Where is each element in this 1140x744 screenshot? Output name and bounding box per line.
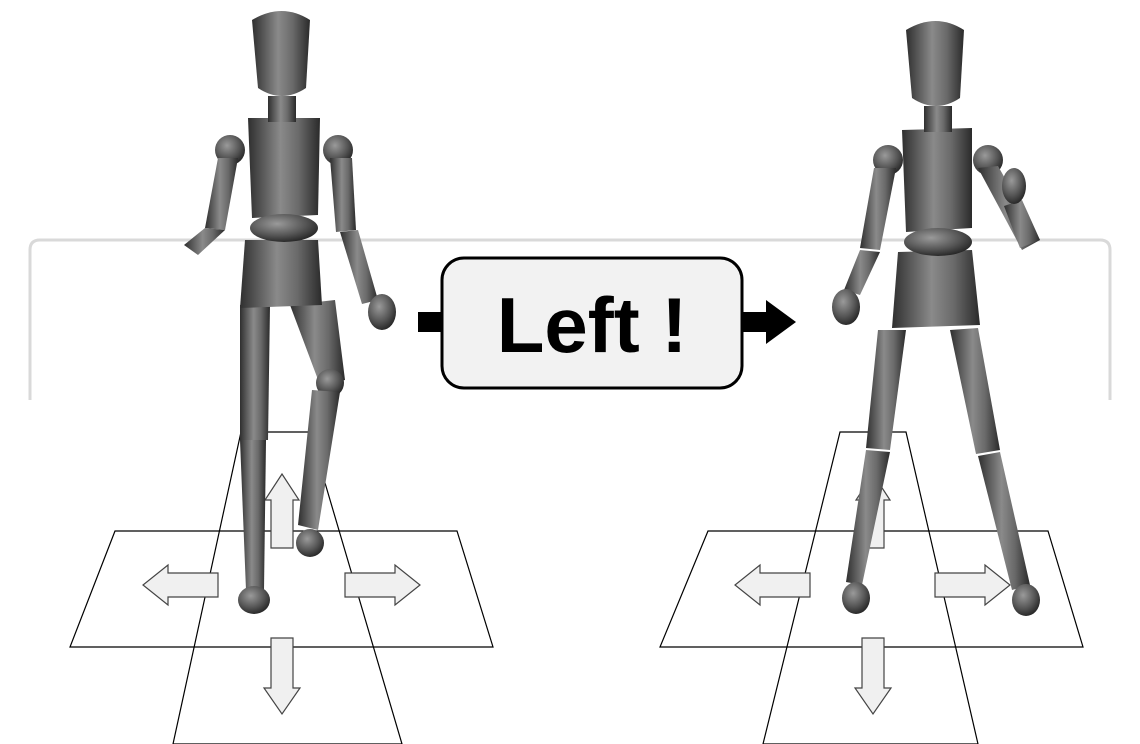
arrow-forward-icon	[263, 472, 301, 549]
arrow-shaft-right	[740, 312, 768, 332]
arrow-shaft-left	[418, 312, 446, 332]
command-arrow	[418, 300, 796, 344]
floor-grid-left	[69, 431, 494, 744]
mannequin-before	[184, 11, 396, 614]
arrow-right-icon	[344, 563, 421, 607]
command-label: Left !	[497, 281, 688, 369]
arrow-right-icon	[934, 563, 1011, 607]
arrow-back-icon	[853, 637, 893, 716]
arrow-left-icon	[734, 563, 811, 607]
command-box: Left !	[440, 256, 744, 390]
arrow-left-icon	[142, 563, 219, 607]
mannequin-after	[832, 21, 1040, 616]
arrow-back-icon	[262, 637, 302, 716]
background-frame	[28, 238, 1112, 400]
direction-arrows-right	[734, 472, 1011, 716]
arrow-head-icon	[766, 300, 796, 344]
direction-arrows-left	[142, 472, 421, 716]
